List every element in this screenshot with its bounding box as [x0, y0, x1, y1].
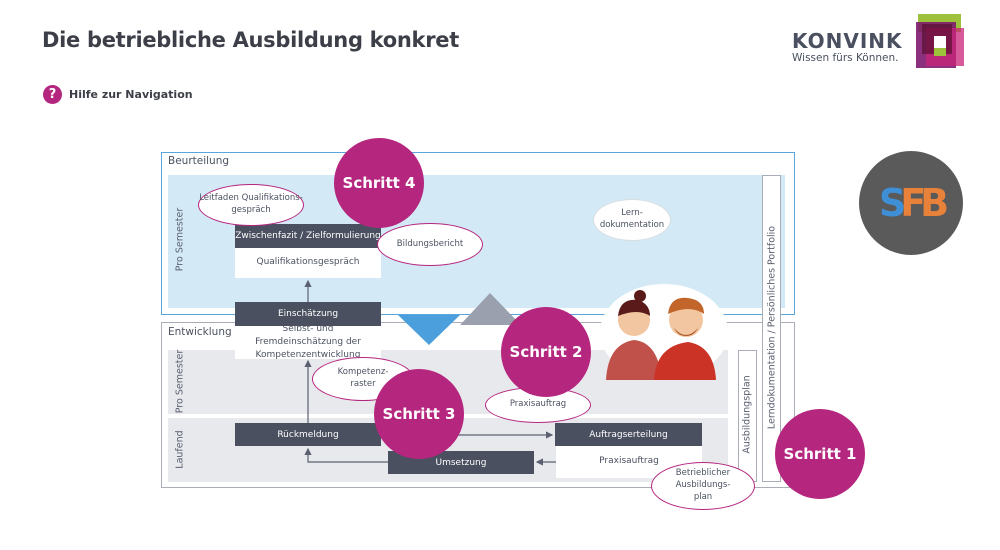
- entwicklung-label: Entwicklung: [168, 326, 232, 338]
- konvink-mark-icon: [916, 14, 964, 68]
- down-triangle-icon: [398, 315, 460, 345]
- lerndokumentation-ellipse[interactable]: Lern-dokumentation: [593, 199, 671, 241]
- schritt-2-button[interactable]: Schritt 2: [501, 307, 591, 397]
- arrow-umsetzung-rueckmeldung: [304, 447, 388, 463]
- betrieblicher-ausbildungsplan-ellipse[interactable]: Betrieblicher Ausbildungs-plan: [651, 462, 755, 510]
- trainees-illustration: [600, 284, 728, 380]
- zwischenfazit-box[interactable]: Zwischenfazit / Zielformulierung: [235, 224, 381, 248]
- schritt-3-button[interactable]: Schritt 3: [374, 369, 464, 459]
- qualifikationsgespraech-box: Qualifikationsgespräch: [235, 248, 381, 278]
- ausbildungsplan-label: Ausbildungsplan: [741, 375, 753, 454]
- bildungsbericht-ellipse[interactable]: Bildungsbericht: [377, 223, 483, 266]
- leitfaden-ellipse[interactable]: Leitfaden Qualifikations-gespräch: [198, 184, 304, 226]
- transition-triangles: [398, 293, 521, 345]
- help-navigation-link[interactable]: ? Hilfe zur Navigation: [43, 85, 193, 104]
- einschaetzung-box[interactable]: Einschätzung: [235, 302, 381, 326]
- schritt-4-button[interactable]: Schritt 4: [334, 138, 424, 228]
- lerndokumentation-bar[interactable]: [762, 175, 781, 482]
- konvink-logo: KONVINK Wissen fürs Können.: [792, 30, 903, 64]
- page-title: Die betriebliche Ausbildung konkret: [42, 28, 459, 52]
- up-triangle-icon: [460, 293, 521, 325]
- lerndokumentation-label: Lerndokumentation / Persönliches Portfol…: [766, 225, 778, 430]
- help-label: Hilfe zur Navigation: [69, 88, 193, 101]
- question-icon: ?: [43, 85, 62, 104]
- beurteilung-label: Beurteilung: [168, 155, 230, 167]
- auftragserteilung-box[interactable]: Auftragserteilung: [555, 423, 702, 446]
- konvink-brand: KONVINK: [792, 29, 903, 53]
- rueckmeldung-box[interactable]: Rückmeldung: [235, 423, 381, 446]
- selbst-fremdeinschaetzung-box: Selbst- und Fremdeinschätzung der Kompet…: [235, 324, 381, 360]
- schritt-1-button[interactable]: Schritt 1: [775, 409, 865, 499]
- sfb-logo-fb: FB: [900, 181, 949, 225]
- konvink-tagline: Wissen fürs Können.: [792, 52, 899, 64]
